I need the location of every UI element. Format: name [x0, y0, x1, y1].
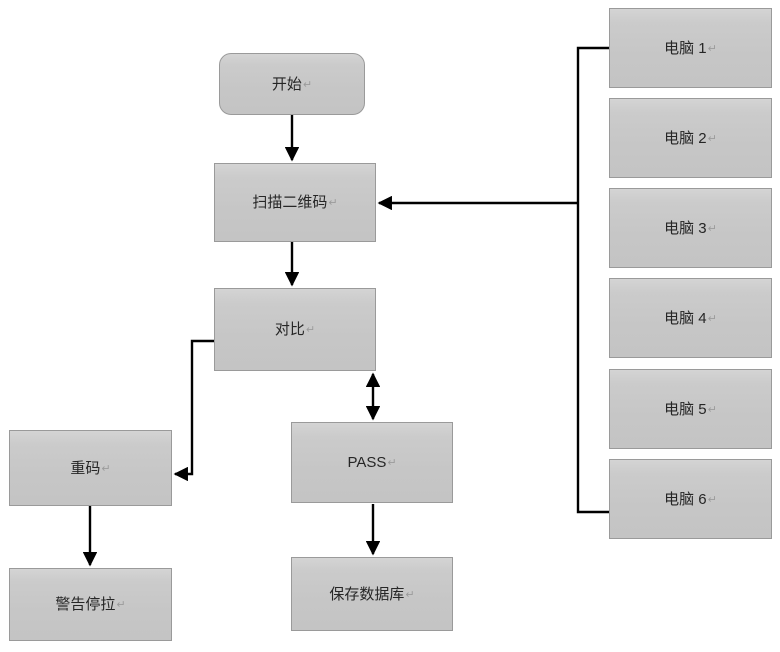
- node-computer-6-label: 电脑 6: [664, 490, 707, 508]
- pilcrow-icon: ↵: [101, 462, 111, 475]
- node-scan-qr-code[interactable]: 扫描二维码 ↵: [214, 163, 376, 242]
- node-computer-1-label: 电脑 1: [664, 39, 707, 57]
- node-computer-2[interactable]: 电脑 2 ↵: [609, 98, 772, 178]
- connector-computer-bus: [576, 46, 609, 514]
- node-computer-4-label: 电脑 4: [664, 309, 707, 327]
- node-scan-qr-code-label: 扫描二维码: [252, 194, 328, 211]
- pilcrow-icon: ↵: [387, 457, 397, 469]
- node-start[interactable]: 开始 ↵: [219, 53, 365, 115]
- node-computer-3[interactable]: 电脑 3 ↵: [609, 188, 772, 268]
- node-warning-stop-label: 警告停拉: [55, 596, 116, 613]
- node-compare-label: 对比: [274, 321, 305, 338]
- pilcrow-icon: ↵: [707, 42, 717, 55]
- pilcrow-icon: ↵: [302, 78, 313, 91]
- node-pass-label: PASS: [347, 454, 387, 471]
- node-computer-5[interactable]: 电脑 5 ↵: [609, 369, 772, 449]
- pilcrow-icon: ↵: [328, 197, 338, 209]
- pilcrow-icon: ↵: [305, 324, 316, 336]
- node-pass[interactable]: PASS ↵: [291, 422, 453, 503]
- node-computer-1[interactable]: 电脑 1 ↵: [609, 8, 772, 88]
- node-start-label: 开始: [271, 75, 302, 93]
- node-warning-stop[interactable]: 警告停拉 ↵: [9, 568, 172, 641]
- node-computer-5-label: 电脑 5: [664, 400, 707, 418]
- node-computer-6[interactable]: 电脑 6 ↵: [609, 459, 772, 539]
- pilcrow-icon: ↵: [405, 588, 415, 601]
- pilcrow-icon: ↵: [707, 312, 717, 325]
- pilcrow-icon: ↵: [707, 493, 717, 506]
- node-save-database[interactable]: 保存数据库 ↵: [291, 557, 453, 631]
- pilcrow-icon: ↵: [707, 132, 717, 145]
- pilcrow-icon: ↵: [707, 222, 717, 235]
- node-save-database-label: 保存数据库: [329, 585, 405, 603]
- connector-compare-to-duplicate-code: [173, 339, 214, 482]
- node-computer-2-label: 电脑 2: [664, 129, 707, 147]
- pilcrow-icon: ↵: [116, 599, 126, 611]
- node-computer-3-label: 电脑 3: [664, 219, 707, 237]
- node-computer-4[interactable]: 电脑 4 ↵: [609, 278, 772, 358]
- node-duplicate-code[interactable]: 重码 ↵: [9, 430, 172, 506]
- pilcrow-icon: ↵: [707, 403, 717, 416]
- node-duplicate-code-label: 重码: [70, 459, 101, 477]
- node-compare[interactable]: 对比 ↵: [214, 288, 376, 371]
